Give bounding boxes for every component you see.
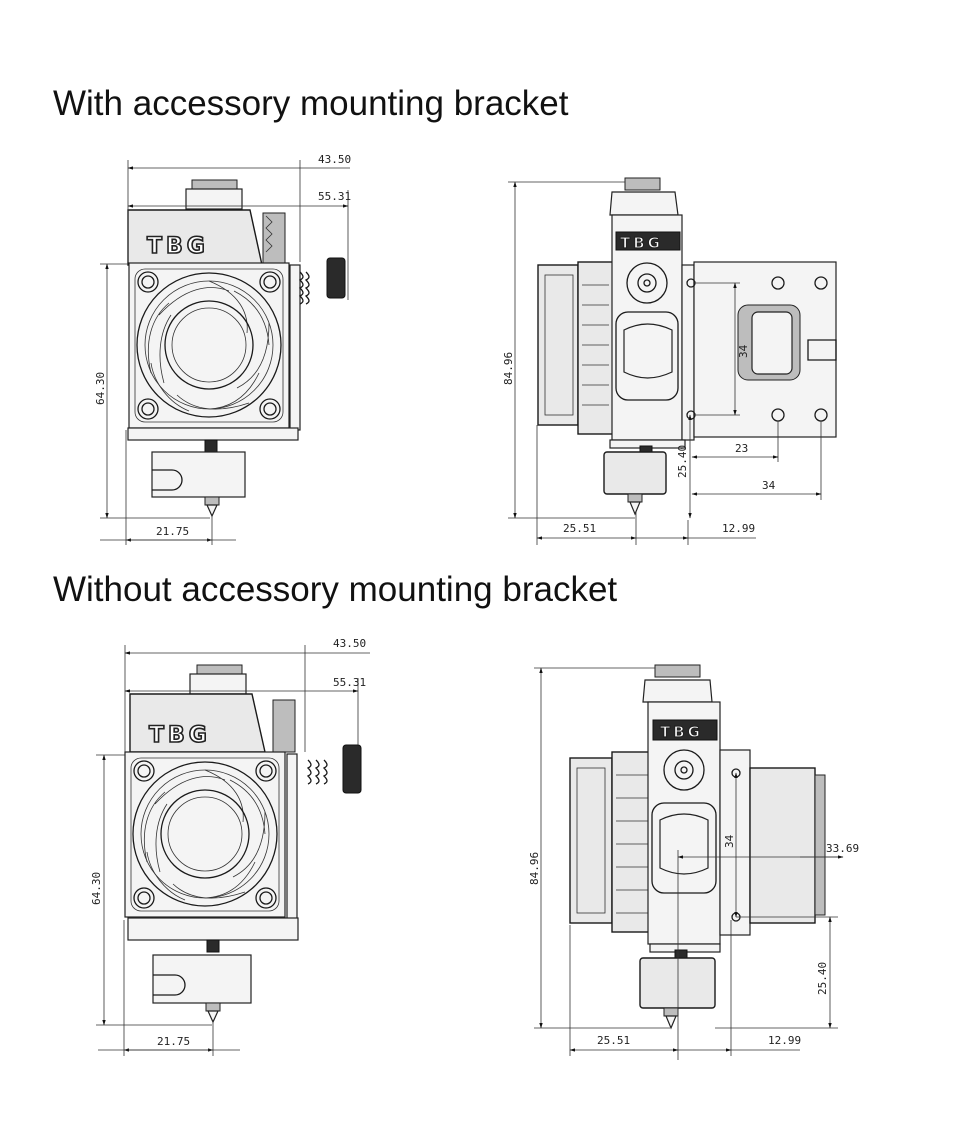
dim-hole-spacing: 34 (737, 344, 750, 358)
dim-bracket-23: 23 (735, 442, 748, 455)
dim-top-width: 43.50 (318, 153, 351, 166)
front-dimensions-with: 43.50 55.31 64.30 21.75 (94, 153, 351, 545)
dim-right-offset: 12.99 (722, 522, 755, 535)
front-dimensions-without: 43.50 55.31 64.30 21.75 (90, 637, 370, 1056)
tbg-logo-side-b: TBG (660, 723, 703, 741)
section-title-without-bracket: Without accessory mounting bracket (53, 570, 618, 609)
dim-side-height-b: 84.96 (528, 852, 541, 885)
dim-hole-spacing-b: 34 (723, 834, 736, 848)
dim-left-offset-b: 25.51 (597, 1034, 630, 1047)
dim-nozzle-drop: 25.40 (676, 445, 689, 478)
dim-top-width-b: 43.50 (333, 637, 366, 650)
dim-nozzle-drop-b: 25.40 (816, 962, 829, 995)
side-dimensions-without: 84.96 34 33.69 25.40 25.51 12.99 (528, 667, 859, 1060)
dim-height-b: 64.30 (90, 872, 103, 905)
dim-bracket-34: 34 (762, 479, 776, 492)
dim-left-offset: 25.51 (563, 522, 596, 535)
tbg-logo-side: TBG (620, 234, 663, 252)
side-view-with-bracket: TBG (537, 177, 837, 516)
front-view-without-bracket: TBG (124, 664, 362, 1024)
side-view-without-bracket: TBG (569, 664, 826, 1030)
tbg-logo: TBG (147, 234, 209, 259)
front-view-with-bracket: TBG (127, 179, 346, 518)
dim-motor-depth: 33.69 (826, 842, 859, 855)
dim-nozzle-offset: 21.75 (156, 525, 189, 538)
dim-right-offset-b: 12.99 (768, 1034, 801, 1047)
dim-height: 64.30 (94, 372, 107, 405)
section-title-with-bracket: With accessory mounting bracket (53, 84, 569, 123)
side-dimensions-with: 84.96 34 23 34 25.40 25.51 12.99 (502, 181, 822, 545)
dim-side-height: 84.96 (502, 352, 515, 385)
tbg-logo-bottom: TBG (149, 723, 211, 748)
dim-knob-width: 55.31 (318, 190, 351, 203)
dim-knob-width-b: 55.31 (333, 676, 366, 689)
dim-nozzle-offset-b: 21.75 (157, 1035, 190, 1048)
